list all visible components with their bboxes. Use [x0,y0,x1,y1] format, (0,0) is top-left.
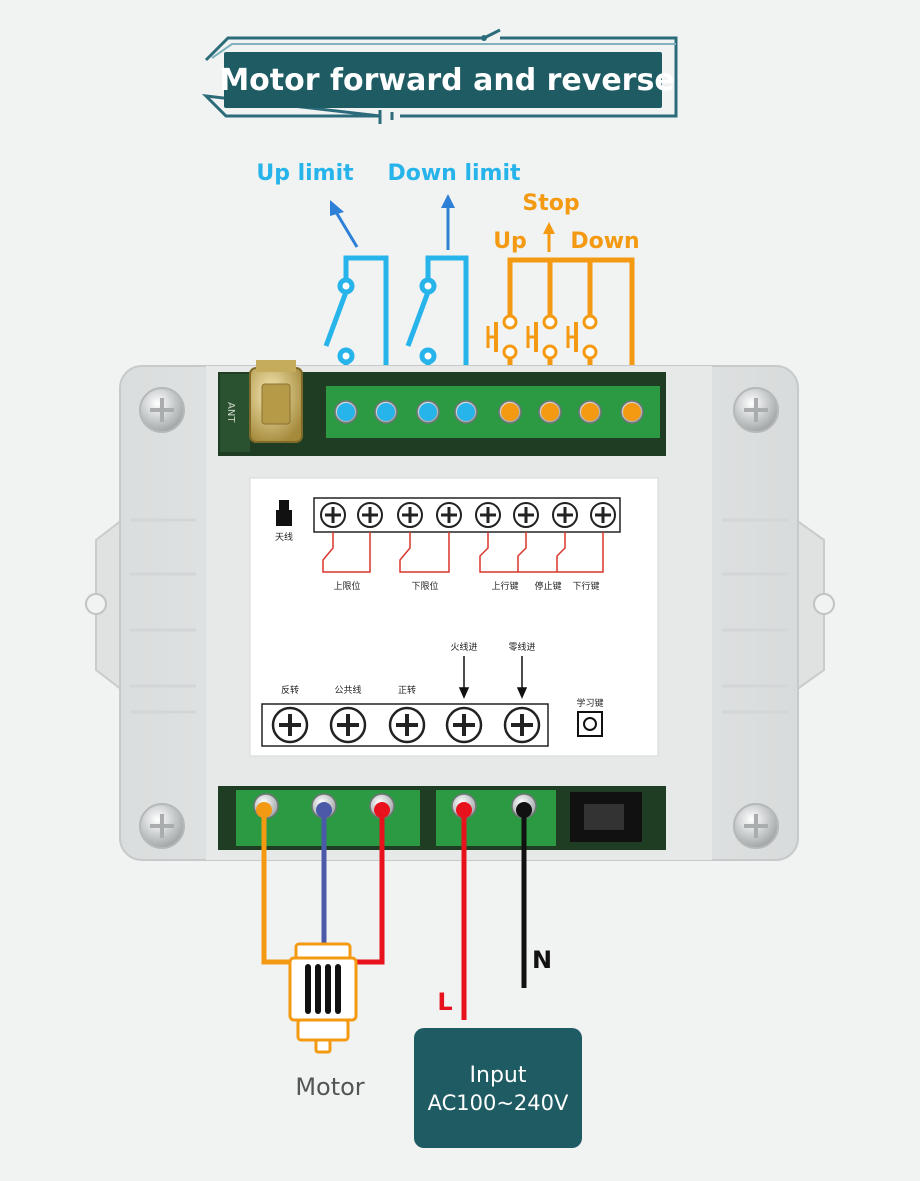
stop-label: Stop [522,191,579,216]
antenna-icon [249,360,303,443]
voltage-label: AC100~240V [428,1091,569,1115]
lower-term-label: 火线进 [450,641,477,653]
motor-label: Motor [295,1073,364,1101]
motor-icon [288,942,358,1054]
upper-term-label: 下行键 [572,580,599,592]
terminal-wire-dots [256,802,532,818]
upper-term-label: 上限位 [333,580,360,592]
down-limit-label: Down limit [387,161,521,186]
page-title: Motor forward and reverse [219,63,674,98]
arrow-up-icon [330,200,359,248]
title-banner: Motor forward and reverse [201,28,678,124]
lower-term-label: 反转 [281,684,299,696]
upper-term-label: 停止键 [534,580,561,592]
learn-key-button [577,711,603,737]
lower-term-label: 零线进 [508,641,535,653]
relay-module: ANT 天线 [85,360,835,861]
down-label: Down [570,229,639,254]
learn-key-label: 学习键 [576,697,603,709]
push-button-icon [526,314,558,360]
limit-switch-icon [323,255,389,408]
neutral-wire-label: N [532,946,552,974]
lower-term-label: 公共线 [334,684,361,696]
terminal-wire-dots [337,403,641,421]
upper-term-label: 下限位 [411,580,438,592]
up-limit-label: Up limit [256,161,354,186]
antenna-label: 天线 [275,531,293,543]
input-label: Input [470,1063,527,1088]
upper-term-label: 上行键 [491,580,518,592]
lower-term-label: 正转 [398,684,416,696]
arrow-up-icon [441,194,455,250]
live-wire-label: L [437,988,452,1016]
push-button-icon [486,314,518,360]
title-box [224,52,662,108]
mini-schematic [322,532,604,573]
up-label: Up [493,229,527,254]
antenna-icon [276,500,292,526]
input-box: Input AC100~240V [414,1028,582,1148]
push-button-icon [566,314,598,360]
bottom-wires [261,814,527,1020]
arrow-up-icon [543,222,555,252]
ant-label: ANT [225,402,236,423]
